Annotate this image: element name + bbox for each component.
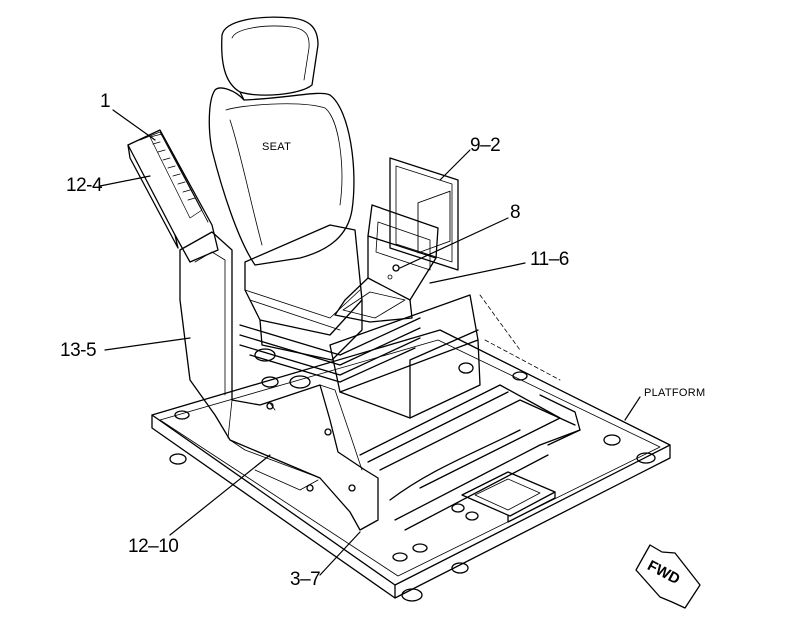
right-console [334, 157, 459, 323]
callout-12-4: 12-4 [66, 175, 103, 196]
leader-lines [99, 109, 641, 576]
left-console [127, 129, 379, 531]
callout-8: 8 [510, 202, 521, 223]
platform-label: PLATFORM [644, 387, 706, 399]
callout-3-7: 3–7 [290, 569, 321, 590]
seat-label: SEAT [262, 141, 292, 153]
fwd-arrow-icon [635, 544, 701, 609]
platform-plate [151, 190, 671, 602]
callout-11-6: 11–6 [530, 249, 569, 270]
callout-9-2: 9–2 [470, 135, 501, 156]
callout-12-10: 12–10 [128, 536, 179, 557]
callout-13-5: 13-5 [60, 340, 97, 361]
seat [208, 16, 421, 383]
callout-1: 1 [100, 91, 111, 112]
